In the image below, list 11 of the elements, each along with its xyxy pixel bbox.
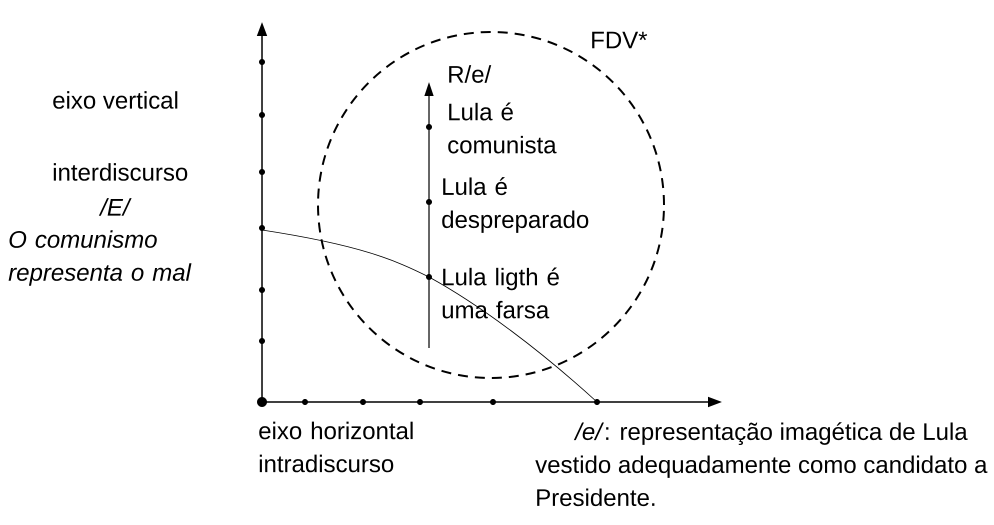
statement-text: Lula é despreparado bbox=[442, 177, 588, 233]
statement-text: O comunismo representa o mal bbox=[8, 230, 192, 286]
axis-label: interdiscurso bbox=[54, 163, 188, 181]
axis-label: /E/ bbox=[98, 198, 132, 216]
note-text: /e/: representação imagética de Lula vestido adequadamente como candidato a Presidente. bbox=[535, 422, 988, 506]
arrow-label: R/e/ bbox=[449, 65, 492, 83]
circle-label: FDV* bbox=[592, 32, 648, 48]
axis-label: eixo vertical bbox=[53, 91, 178, 109]
axis-label: eixo horizontal intradiscurso bbox=[259, 422, 413, 472]
statement-text: Lula ligth é uma farsa bbox=[442, 268, 559, 318]
statement-text: Lula é comunista bbox=[448, 102, 557, 154]
